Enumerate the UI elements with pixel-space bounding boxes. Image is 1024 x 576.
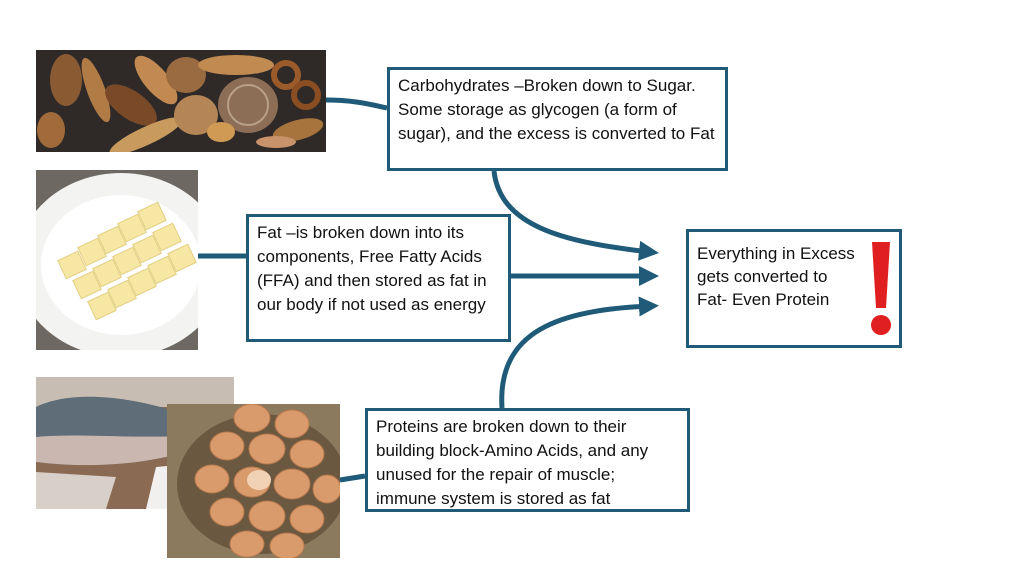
fat-text: Fat –is broken down into its components,… (257, 223, 487, 314)
proteins-box: Proteins are broken down to their buildi… (365, 408, 690, 512)
result-box: Everything in Excess gets converted to F… (686, 229, 902, 348)
exclamation-mark-icon (871, 242, 891, 335)
carb-to-result-arrow (491, 170, 659, 261)
eggs-photo (167, 404, 340, 558)
bread-photo (36, 50, 326, 152)
result-text: Everything in Excess gets converted to F… (697, 244, 855, 309)
bread-to-carb-connector (325, 97, 388, 111)
carbohydrates-box: Carbohydrates –Broken down to Sugar. Som… (387, 67, 728, 171)
fat-box: Fat –is broken down into its components,… (246, 214, 511, 342)
butter-photo (36, 170, 198, 350)
protein-to-result-arrow (499, 296, 659, 409)
proteins-text: Proteins are broken down to their buildi… (376, 417, 649, 508)
carbohydrates-text: Carbohydrates –Broken down to Sugar. Som… (398, 76, 715, 143)
eggs-to-protein-connector (339, 473, 366, 483)
